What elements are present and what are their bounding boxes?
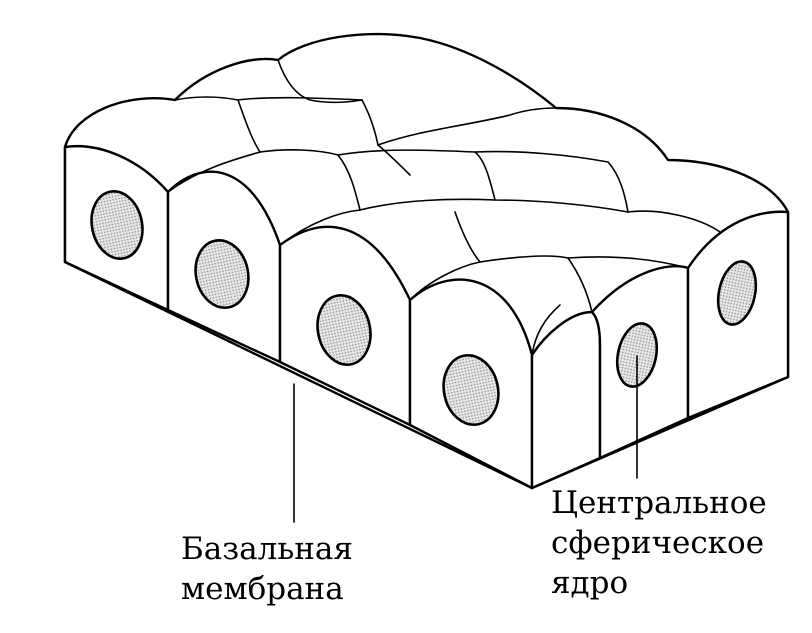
cell-top-edge: [409, 261, 481, 301]
central-nucleus-label-line1: Центральное: [551, 485, 767, 521]
block-top-outline: [63, 32, 790, 214]
central-nucleus-label-line2: сферическое: [551, 525, 765, 561]
cell-top-edge: [167, 151, 261, 193]
basal-membrane-label-line1: Базальная: [181, 531, 353, 567]
nucleus: [316, 294, 372, 366]
central-nucleus-label-line3: ядро: [551, 565, 629, 601]
nucleus: [615, 322, 659, 388]
nucleus: [442, 354, 500, 426]
cell-boundary: [174, 96, 261, 153]
cell-boundary: [361, 99, 557, 147]
cell-top-edge: [279, 209, 361, 246]
cell-boundary: [377, 144, 411, 176]
cell-top-edge: [531, 304, 561, 356]
basal-membrane-label-line2: мембрана: [181, 571, 344, 607]
cell-top-edge: [627, 210, 721, 233]
cell-boundary: [337, 149, 496, 201]
cell-face: [530, 310, 602, 490]
basal-membrane-label: Базальная мембрана: [181, 529, 353, 609]
cell-boundary: [237, 96, 363, 101]
central-nucleus-label: Центральное сферическое ядро: [551, 483, 767, 603]
cell-top-edge: [567, 256, 689, 269]
cell-boundary: [474, 150, 629, 213]
cell-boundary: [277, 59, 363, 104]
nucleus: [90, 190, 144, 260]
cell-boundary: [259, 149, 361, 211]
cell-boundary: [454, 211, 481, 263]
nucleus: [716, 260, 758, 326]
cell-boundary: [359, 198, 629, 213]
nucleus: [194, 239, 250, 309]
